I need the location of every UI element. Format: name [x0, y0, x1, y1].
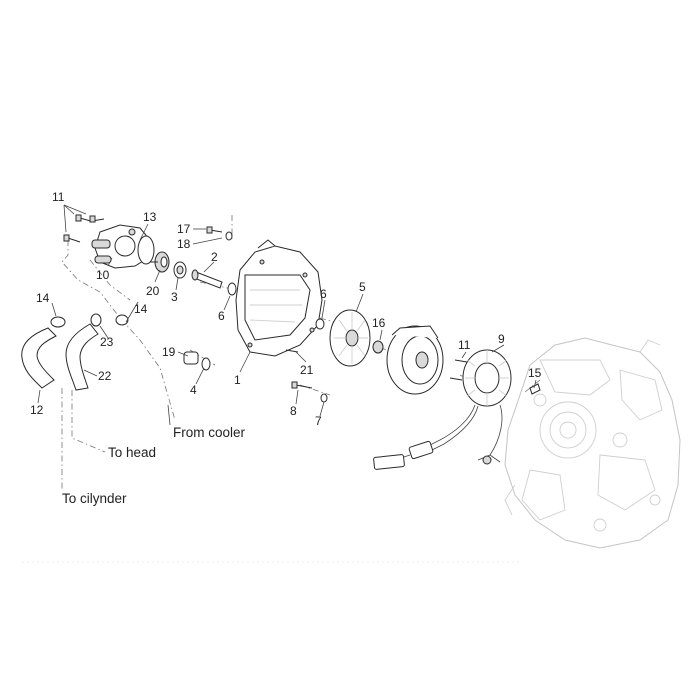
callout-15: 15: [528, 366, 542, 380]
stator: [462, 349, 512, 407]
crankcase-outline: [504, 337, 681, 549]
hose-clamp-mid: [90, 313, 102, 327]
hose-left: [21, 327, 57, 389]
thermostat-cover: [91, 224, 151, 269]
pump-shaft: [191, 269, 223, 289]
callout-3: 3: [171, 290, 178, 304]
callout-23: 23: [100, 335, 114, 349]
callout-14-left: 14: [36, 291, 50, 305]
callout-5: 5: [359, 280, 366, 294]
callout-16: 16: [372, 316, 386, 330]
cooling-fan: [329, 309, 371, 367]
callout-numbers: 11 13 17 18 2 10 20 3 6 5 6 14 14 23 22 …: [30, 190, 542, 428]
label-to-head: To head: [108, 445, 156, 460]
washer-lower: [320, 393, 328, 403]
washer-right: [315, 318, 325, 330]
callout-6-right: 6: [320, 287, 327, 301]
callout-11-upper: 11: [52, 190, 65, 204]
callout-11-lower: 11: [458, 338, 471, 352]
cover-screw: [285, 349, 299, 353]
hose-right: [65, 323, 99, 391]
hose-clamp-right: [115, 314, 129, 326]
washer-left: [227, 282, 237, 296]
screw-lower-head: [291, 381, 298, 389]
callout-12: 12: [30, 403, 44, 417]
flow-labels: From cooler To head To cilynder: [62, 425, 246, 506]
nut: [372, 340, 384, 354]
plug: [183, 351, 199, 365]
callout-17: 17: [177, 222, 191, 236]
bearing: [173, 261, 187, 279]
callout-2: 2: [211, 250, 218, 264]
label-to-cylinder: To cilynder: [62, 491, 127, 506]
stator-screw-lower: [449, 377, 463, 381]
callout-19: 19: [162, 345, 176, 359]
callout-1: 1: [234, 373, 241, 387]
o-ring: [137, 235, 155, 265]
callout-4: 4: [190, 383, 197, 397]
hose-clamp-left: [50, 316, 66, 328]
stator-screw-upper: [454, 359, 468, 363]
callout-14-right: 14: [134, 302, 148, 316]
screws-upper: [63, 214, 105, 243]
callout-22: 22: [98, 369, 112, 383]
label-from-cooler: From cooler: [173, 425, 246, 440]
water-pump-impeller: [150, 251, 170, 273]
screw-lower: [295, 384, 313, 389]
engine-cover: [235, 239, 323, 357]
callout-9: 9: [498, 332, 505, 346]
callout-6-left: 6: [218, 309, 225, 323]
plug-o-ring: [201, 357, 211, 371]
leader-lines: [37, 204, 537, 426]
callout-21: 21: [300, 363, 314, 377]
callout-10: 10: [96, 268, 110, 282]
callout-20: 20: [146, 284, 160, 298]
clip: [529, 383, 541, 395]
callout-8: 8: [290, 404, 297, 418]
callout-7: 7: [315, 414, 322, 428]
screw-and-washer: [206, 226, 233, 241]
wiring-harness: [373, 404, 503, 470]
callout-13: 13: [143, 210, 157, 224]
callout-18: 18: [177, 237, 191, 251]
flywheel-rotor: [386, 325, 444, 395]
